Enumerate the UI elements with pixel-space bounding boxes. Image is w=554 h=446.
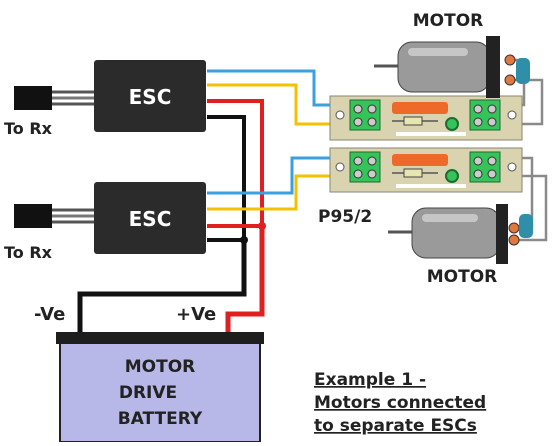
wire-black-top [207,115,246,240]
esc-bottom: ESC [94,182,206,254]
p95-board-top [329,95,523,141]
rx-plug-top [14,86,94,110]
rx-plug-bottom [14,204,94,228]
wire-blue-bottom [207,156,342,195]
pos-terminal-label: +Ve [176,304,216,325]
neg-terminal-label: -Ve [34,304,65,325]
motor-bottom [388,204,533,264]
wire-red-battery [225,226,265,340]
junction-red [258,222,266,230]
caption-line1: Example 1 - [314,370,426,390]
esc-bottom-label: ESC [129,207,172,231]
battery: MOTOR DRIVE BATTERY [56,332,264,443]
esc-top-label: ESC [129,85,172,109]
rx-label-bottom: To Rx [4,243,53,262]
caption-line2: Motors connected [314,393,486,413]
battery-label-line2: DRIVE [119,383,177,403]
caption: Example 1 - Motors connected to separate… [314,370,486,436]
junction-black [240,236,248,244]
wire-red-top [207,99,264,226]
battery-label-line1: MOTOR [125,357,196,377]
wire-yellow-top [207,83,342,126]
board-model-label: P95/2 [318,207,372,227]
wire-grey-motor-bottom-b [510,174,548,242]
wire-black-battery [77,240,247,340]
wire-blue-top [207,69,342,107]
battery-label-line3: BATTERY [118,409,203,429]
wire-yellow-bottom [207,174,342,211]
caption-line3: to separate ESCs [314,416,477,436]
motor-bottom-label: MOTOR [427,267,498,287]
esc-top: ESC [94,60,206,132]
p95-board-bottom [329,147,523,193]
rx-label-top: To Rx [4,119,53,138]
motor-top-label: MOTOR [413,11,484,31]
motor-top [374,36,530,98]
